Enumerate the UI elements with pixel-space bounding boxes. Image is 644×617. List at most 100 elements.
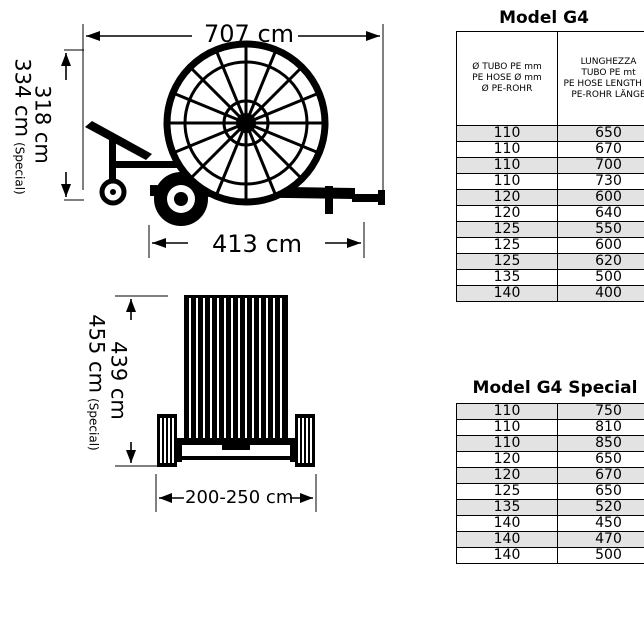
hose-length-cell: 600	[557, 189, 644, 206]
hose-diameter-cell: 125	[456, 237, 558, 254]
rear-left-wheel	[157, 414, 177, 467]
hose-diameter-cell: 125	[456, 221, 558, 238]
hose-length-cell: 650	[557, 451, 644, 468]
rear-height-special-note: (Special)	[86, 398, 101, 451]
side-height-special-label: 334 cm (Special)	[10, 47, 35, 207]
hose-diameter-cell: 120	[456, 189, 558, 206]
hose-diameter-cell: 140	[456, 515, 558, 532]
hose-length-cell: 670	[557, 467, 644, 484]
length-label: 707 cm	[204, 20, 295, 48]
hose-diameter-cell: 110	[456, 173, 558, 190]
hose-length-cell: 400	[557, 285, 644, 302]
header-line: TUBO PE mt	[581, 67, 636, 78]
hose-length-cell: 640	[557, 205, 644, 222]
side-height-special-value: 334 cm	[10, 58, 35, 138]
hose-length-cell: 500	[557, 547, 644, 564]
hose-length-cell: 450	[557, 515, 644, 532]
hose-diameter-cell: 110	[456, 419, 558, 436]
hose-length-cell: 750	[557, 403, 644, 420]
side-height-label: 318 cm	[30, 85, 55, 164]
hose-length-cell: 810	[557, 419, 644, 436]
header-line: PE HOSE LENGTH m	[563, 78, 644, 89]
hose-diameter-cell: 140	[456, 285, 558, 302]
hose-length-cell: 500	[557, 269, 644, 286]
reel-drum	[163, 40, 329, 206]
hose-length-cell: 670	[557, 141, 644, 158]
reel-machine-rear-view	[157, 295, 315, 467]
side-height-special-note: (Special)	[12, 142, 27, 195]
rear-frame	[176, 438, 296, 462]
hose-length-cell: 700	[557, 157, 644, 174]
hose-diameter-cell: 135	[456, 269, 558, 286]
hose-length-cell: 650	[557, 483, 644, 500]
model-g4-title: Model G4	[499, 8, 589, 28]
hose-diameter-cell: 135	[456, 499, 558, 516]
rear-width-label: 200-250 cm	[185, 487, 294, 508]
hose-diameter-cell: 110	[456, 403, 558, 420]
hose-length-cell: 850	[557, 435, 644, 452]
hose-length-cell: 620	[557, 253, 644, 270]
hose-length-cell: 650	[557, 125, 644, 142]
side-height-dimension-line	[61, 49, 84, 201]
header-line: Ø TUBO PE mm	[472, 62, 542, 72]
header-line: Ø PE-ROHR	[481, 84, 533, 94]
hose-diameter-cell: 120	[456, 205, 558, 222]
jockey-wheel	[99, 178, 127, 206]
model-g4-special-title: Model G4 Special	[472, 378, 638, 398]
hose-diameter-cell: 120	[456, 467, 558, 484]
rear-right-wheel	[295, 414, 315, 467]
hose-length-cell: 550	[557, 221, 644, 238]
hose-diameter-cell: 120	[456, 451, 558, 468]
hose-diameter-cell: 110	[456, 125, 558, 142]
hose-length-cell: 730	[557, 173, 644, 190]
hose-length-cell: 470	[557, 531, 644, 548]
header-line: LUNGHEZZA	[580, 56, 637, 67]
hose-diameter-cell: 110	[456, 435, 558, 452]
hose-diameter-cell: 110	[456, 157, 558, 174]
rear-height-label: 439 cm	[106, 341, 131, 420]
hose-diameter-cell: 125	[456, 483, 558, 500]
wheelbase-dimension-line	[148, 222, 365, 258]
rear-height-special-label: 455 cm (Special)	[84, 303, 109, 463]
wheelbase-label: 413 cm	[212, 230, 303, 258]
rear-height-special-value: 455 cm	[84, 314, 109, 394]
hose-diameter-cell: 110	[456, 141, 558, 158]
header-line: PE-ROHR LÄNGE	[571, 89, 644, 100]
header-line: PE HOSE Ø mm	[472, 73, 542, 83]
hose-length-cell: 520	[557, 499, 644, 516]
drum-coils	[184, 295, 288, 445]
hose-diameter-cell: 140	[456, 531, 558, 548]
hose-diameter-cell: 125	[456, 253, 558, 270]
length-dimension-line	[82, 24, 384, 190]
hose-length-cell: 600	[557, 237, 644, 254]
hose-diameter-cell: 140	[456, 547, 558, 564]
reel-machine-side-view	[85, 40, 385, 226]
